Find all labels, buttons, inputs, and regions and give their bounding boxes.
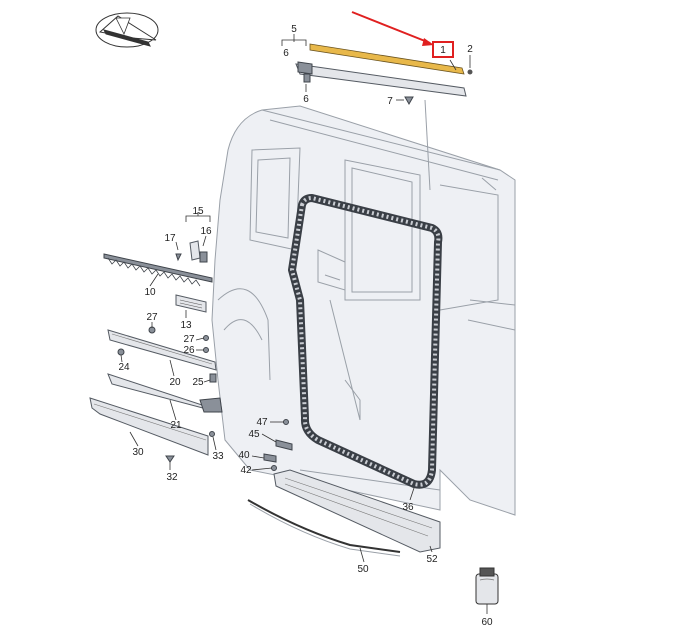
adhesive-bottle-60: [475, 567, 499, 605]
callout-30: 30: [132, 447, 144, 458]
callout-36: 36: [402, 502, 414, 513]
roof-rail-assembly: [295, 43, 473, 106]
callout-32: 32: [166, 472, 178, 483]
callout-17: 17: [164, 233, 176, 244]
callout-5: 5: [291, 24, 297, 35]
callout-10: 10: [144, 287, 156, 298]
callout-27-upper: 27: [146, 312, 158, 323]
rail-end-cap: [467, 69, 473, 75]
left-side-parts: [89, 240, 223, 463]
door-seal: [288, 194, 443, 489]
callout-1: 1: [440, 45, 446, 56]
hinge-16: [189, 240, 201, 261]
trim-strip-10: [103, 253, 213, 283]
callout-20: 20: [169, 377, 181, 388]
highlight-box: [432, 41, 454, 58]
callout-26: 26: [183, 345, 195, 356]
callout-2: 2: [467, 44, 473, 55]
callout-labels: 1 2 5 6 6 7 10 13 15 16 17 20 21 24 25 2…: [118, 24, 493, 628]
callout-21: 21: [170, 420, 182, 431]
callout-47: 47: [256, 417, 268, 428]
callout-25: 25: [192, 377, 204, 388]
sill-panel-20: [107, 329, 217, 371]
sill-trim-52: [273, 469, 441, 553]
bracket-13: [175, 294, 207, 313]
lower-right-parts: [247, 419, 499, 605]
vehicle-orientation-icon: [95, 12, 159, 48]
callout-15: 15: [192, 206, 204, 217]
callout-42: 42: [240, 465, 252, 476]
rail-screw: [404, 96, 414, 106]
rail-clip: [303, 73, 311, 83]
seal-strip-50: [247, 499, 401, 553]
callout-45: 45: [248, 429, 260, 440]
vehicle-body: [211, 99, 516, 516]
callout-40: 40: [238, 450, 250, 461]
leader-lines: [120, 34, 488, 614]
callout-24: 24: [118, 362, 130, 373]
callout-13: 13: [180, 320, 192, 331]
callout-33: 33: [212, 451, 224, 462]
callout-6-upper: 6: [283, 48, 289, 59]
step-30: [89, 397, 209, 456]
callout-50: 50: [357, 564, 369, 575]
highlighted-trim-strip: [309, 43, 465, 75]
screw-17: [175, 253, 182, 262]
callout-16: 16: [200, 226, 212, 237]
callout-60: 60: [481, 617, 493, 628]
callout-27-lower: 27: [183, 334, 195, 345]
callout-7: 7: [387, 96, 393, 107]
red-pointer-arrow: [351, 11, 434, 46]
callout-52: 52: [426, 554, 438, 565]
callout-6-lower: 6: [303, 94, 309, 105]
